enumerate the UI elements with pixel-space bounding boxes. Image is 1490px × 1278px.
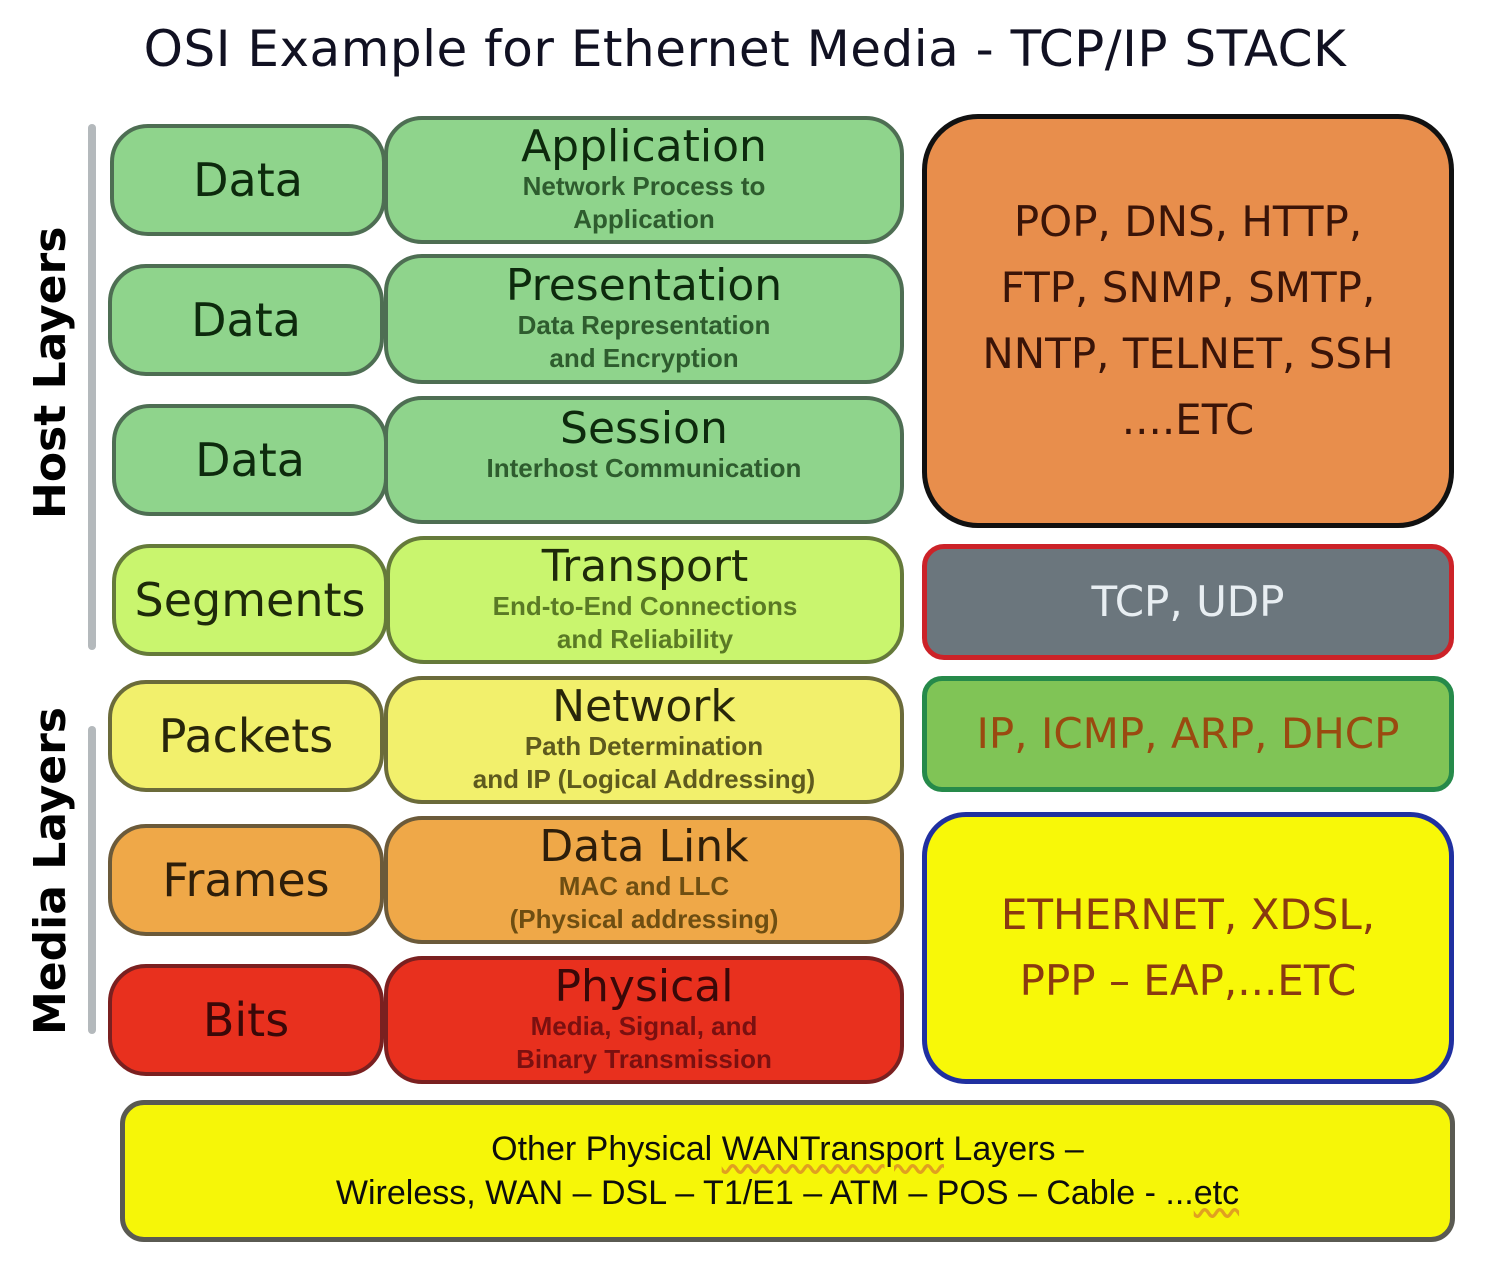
layer-application: Application Network Process to Applicati… — [384, 116, 904, 244]
layer-desc: Binary Transmission — [516, 1044, 772, 1074]
bottom-text: Wireless, WAN – DSL – T1/E1 – ATM – POS … — [335, 1174, 1194, 1212]
media-layers-bracket — [88, 726, 96, 1034]
bottom-text: Other Physical — [491, 1130, 722, 1168]
layer-name: Application — [521, 121, 767, 172]
link-protocols-box: ETHERNET, XDSL, PPP – EAP,...ETC — [922, 812, 1454, 1084]
bottom-line-2: Wireless, WAN – DSL – T1/E1 – ATM – POS … — [336, 1171, 1239, 1215]
bottom-text: Layers – — [943, 1130, 1084, 1168]
layer-name: Physical — [554, 961, 734, 1012]
layer-desc: and IP (Logical Addressing) — [472, 764, 816, 794]
network-protocols-box: IP, ICMP, ARP, DHCP — [922, 676, 1454, 792]
host-layers-bracket — [88, 124, 96, 650]
pdu-physical: Bits — [108, 964, 384, 1076]
layer-desc: Data Representation — [517, 310, 771, 340]
diagram-title: OSI Example for Ethernet Media - TCP/IP … — [143, 20, 1347, 78]
layer-transport: Transport End-to-End Connections and Rel… — [386, 536, 904, 664]
layer-data-link: Data Link MAC and LLC (Physical addressi… — [384, 816, 904, 944]
layer-desc: and Encryption — [549, 343, 739, 373]
protocol-line: PPP – EAP,...ETC — [1019, 956, 1357, 1005]
protocol-line: FTP, SNMP, SMTP, — [1000, 263, 1376, 312]
layer-name: Data Link — [539, 821, 749, 872]
bottom-line-1: Other Physical WANTransport Layers – — [491, 1127, 1084, 1171]
pdu-label: Data — [195, 433, 305, 487]
layer-desc: Interhost Communication — [486, 453, 802, 483]
protocol-line: NNTP, TELNET, SSH — [982, 329, 1394, 378]
layer-desc: Application — [573, 204, 715, 234]
pdu-label: Segments — [134, 573, 366, 627]
layer-desc: End-to-End Connections — [492, 591, 798, 621]
layer-name: Transport — [541, 541, 749, 592]
protocol-line: POP, DNS, HTTP, — [1013, 197, 1363, 246]
pdu-presentation: Data — [108, 264, 384, 376]
other-physical-layers-box: Other Physical WANTransport Layers – Wir… — [120, 1100, 1455, 1242]
layer-desc: Media, Signal, and — [530, 1011, 758, 1041]
protocol-line: ....ETC — [1121, 395, 1255, 444]
layer-presentation: Presentation Data Representation and Enc… — [384, 254, 904, 384]
layer-physical: Physical Media, Signal, and Binary Trans… — [384, 956, 904, 1084]
transport-protocols-box: TCP, UDP — [922, 544, 1454, 660]
layer-desc: MAC and LLC — [558, 871, 730, 901]
pdu-label: Bits — [202, 993, 290, 1047]
layer-name: Network — [552, 681, 736, 732]
pdu-label: Data — [191, 293, 301, 347]
bottom-text-misspelled: etc — [1193, 1174, 1240, 1212]
protocol-line: ETHERNET, XDSL, — [1000, 890, 1376, 939]
layer-session: Session Interhost Communication — [384, 396, 904, 524]
layer-desc: (Physical addressing) — [509, 904, 779, 934]
pdu-session: Data — [112, 404, 388, 516]
layer-name: Presentation — [505, 260, 783, 311]
layer-desc: Network Process to — [522, 171, 766, 201]
layer-desc: and Reliability — [556, 624, 734, 654]
layer-desc: Path Determination — [524, 731, 764, 761]
pdu-label: Frames — [162, 853, 330, 907]
protocol-line: TCP, UDP — [1091, 577, 1285, 626]
pdu-transport: Segments — [112, 544, 388, 656]
layer-network: Network Path Determination and IP (Logic… — [384, 676, 904, 804]
pdu-network: Packets — [108, 680, 384, 792]
application-protocols-box: POP, DNS, HTTP, FTP, SNMP, SMTP, NNTP, T… — [922, 114, 1454, 528]
pdu-label: Data — [193, 153, 303, 207]
media-layers-label: Media Layers — [25, 706, 76, 1035]
pdu-application: Data — [110, 124, 386, 236]
pdu-label: Packets — [158, 709, 334, 763]
host-layers-label: Host Layers — [25, 226, 76, 519]
pdu-data-link: Frames — [108, 824, 384, 936]
protocol-line: IP, ICMP, ARP, DHCP — [976, 709, 1400, 758]
bottom-text-misspelled: WANTransport — [721, 1130, 944, 1168]
layer-name: Session — [560, 403, 728, 454]
